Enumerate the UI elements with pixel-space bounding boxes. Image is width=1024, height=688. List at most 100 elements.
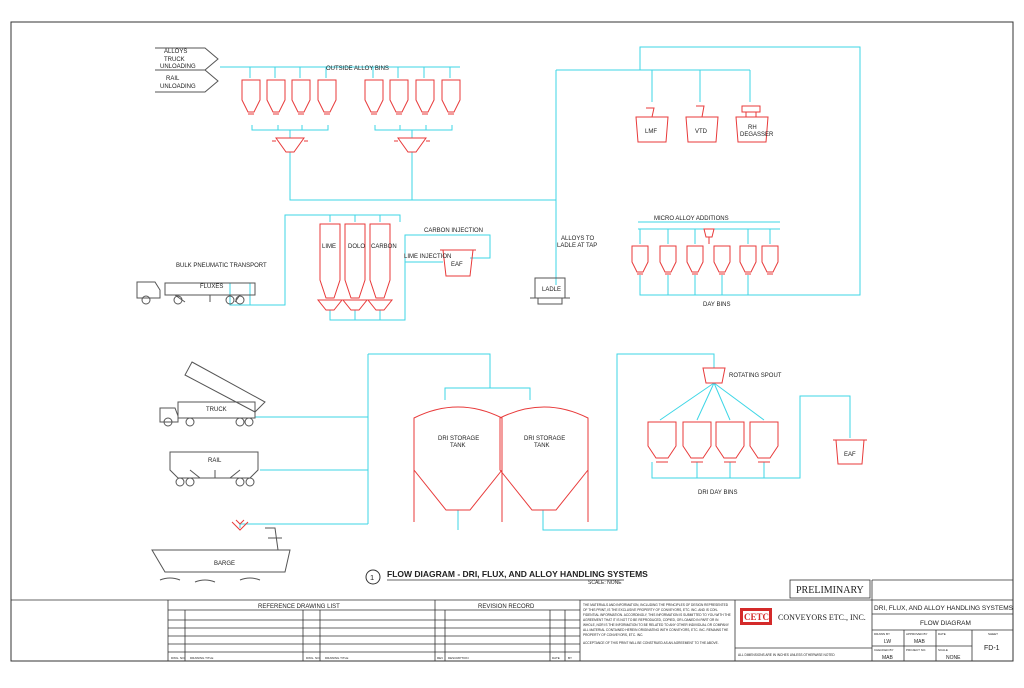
barge — [151, 527, 291, 583]
checked-label: CHECKED BY — [874, 648, 894, 652]
checked-value: MAB — [882, 655, 894, 661]
label-truck: TRUCK — [206, 407, 227, 413]
label-barge: BARGE — [214, 561, 235, 567]
label-rh-1: RH — [748, 125, 757, 131]
label-rail-unloading-1: RAIL — [166, 76, 180, 82]
revision-record-header: REVISION RECORD — [478, 604, 535, 610]
label-truck-unloading-2: UNLOADING — [160, 64, 196, 70]
micro-alloy-feed — [703, 228, 715, 244]
rotating-spout — [702, 367, 726, 384]
dri-storage-tanks — [413, 406, 589, 522]
approved-label: APPROVED BY — [906, 632, 928, 636]
label-alloys-to-ladle-2: LADLE AT TAP — [557, 243, 597, 249]
label-eaf-bottom: EAF — [844, 452, 856, 458]
ladle-vessels — [635, 105, 769, 143]
label-dolo: DOLO — [348, 244, 365, 250]
company-name: CONVEYORS ETC., INC. — [778, 613, 866, 622]
rev-col-rev: REV — [437, 656, 443, 660]
project-label: PROJECT NO. — [906, 648, 926, 652]
ref-col-dwg-no-1: DWG. NO. — [171, 656, 185, 660]
date-label: DATE — [938, 632, 946, 636]
confidentiality-notice: THE MATERIALS AND INFORMATION, INCLUDING… — [583, 603, 731, 645]
ladle — [530, 277, 570, 305]
notice-line-7: PROPERTY OF CONVEYORS, ETC. INC. — [583, 633, 643, 637]
title-block-field-labels: DRAWN BY APPROVED BY DATE CHECKED BY PRO… — [874, 632, 998, 652]
unloading-arrows — [155, 47, 219, 93]
conveying-lines — [220, 46, 861, 531]
dimensions-note: ALL DIMENSIONS ARE IN INCHES UNLESS OTHE… — [738, 653, 835, 657]
label-micro-alloy: MICRO ALLOY ADDITIONS — [654, 216, 729, 222]
title-number: 1 — [370, 573, 374, 582]
flux-silos — [316, 223, 476, 311]
label-alloys: ALLOYS — [164, 49, 187, 55]
label-lime: LIME — [322, 244, 336, 250]
rev-col-date: DATE — [552, 656, 560, 660]
ref-col-dwg-no-2: DWG. NO. — [306, 656, 320, 660]
drawing-title-1: DRI, FLUX, AND ALLOY HANDLING SYSTEMS — [874, 605, 1014, 612]
rev-col-by: BY — [568, 656, 572, 660]
dump-truck — [159, 361, 266, 427]
pneumatic-truck — [136, 281, 256, 305]
title-number-circle — [365, 569, 381, 585]
label-carbon: CARBON — [371, 244, 397, 250]
label-dri-tank-left-1: DRI STORAGE — [438, 436, 479, 442]
label-dri-tank-right-2: TANK — [534, 443, 550, 449]
rail-car — [169, 451, 259, 487]
outside-alloy-bins — [241, 79, 461, 115]
drawing-title: FLOW DIAGRAM - DRI, FLUX, AND ALLOY HAND… — [387, 569, 648, 579]
sheet-number: FD-1 — [984, 645, 1000, 652]
scale-value: NONE — [946, 655, 961, 661]
notice-line-3: FIDENTIAL INFORMATION. ACCORDINGLY, THIS… — [583, 613, 731, 617]
label-eaf-top: EAF — [451, 262, 463, 268]
label-rotating-spout: ROTATING SPOUT — [729, 373, 782, 379]
notice-line-2: OF THIS PRINT, IS THE EXCLUSIVE PROPERTY… — [583, 608, 718, 612]
approved-value: MAB — [914, 639, 926, 645]
label-lime-injection: LIME INJECTION — [404, 254, 451, 260]
notice-line-5: WHOLE, NOR IS THE INFORMATION TO BE RELA… — [583, 623, 730, 627]
label-rh-2: DEGASSER — [740, 132, 774, 138]
drawing-title-2: FLOW DIAGRAM — [920, 620, 971, 627]
rev-col-description: DESCRIPTION — [448, 656, 469, 660]
ref-col-title-1: DRAWING TITLE — [190, 656, 213, 660]
day-bins — [631, 245, 779, 275]
label-dri-tank-left-2: TANK — [450, 443, 466, 449]
label-lmf: LMF — [645, 129, 657, 135]
preliminary-stamp: PRELIMINARY — [796, 585, 864, 596]
diagram-labels: ALLOYS TRUCK UNLOADING RAIL UNLOADING OU… — [160, 49, 856, 567]
sheet-label: SHEET — [988, 632, 998, 636]
notice-line-8: ACCEPTANCE OF THIS PRINT WILL BE CONSTRU… — [583, 641, 719, 645]
label-rail-unloading-2: UNLOADING — [160, 84, 196, 90]
company-logo: CETC — [740, 608, 772, 625]
drawn-by-label: DRAWN BY — [874, 632, 890, 636]
weigh-hoppers — [272, 137, 430, 153]
ref-col-title-2: DRAWING TITLE — [325, 656, 348, 660]
scale-label: SCALE — [938, 648, 948, 652]
barge-unloader — [231, 519, 249, 531]
label-alloys-to-ladle-1: ALLOYS TO — [561, 236, 594, 242]
reference-list-header: REFERENCE DRAWING LIST — [258, 604, 340, 610]
logo-text: CETC — [744, 612, 769, 622]
title-block-lines — [11, 579, 1013, 661]
label-dri-day-bins: DRI DAY BINS — [698, 490, 737, 496]
label-outside-alloy-bins: OUTSIDE ALLOY BINS — [326, 66, 389, 72]
notice-line-4: AGREEMENT THAT IT IS NOT TO BE REPRODUCE… — [583, 618, 719, 622]
label-bulk-pneumatic: BULK PNEUMATIC TRANSPORT — [176, 263, 267, 269]
label-carbon-injection: CARBON INJECTION — [424, 228, 483, 234]
sheet-border — [10, 21, 1014, 662]
column-headers: DWG. NO. DRAWING TITLE DWG. NO. DRAWING … — [171, 656, 572, 660]
label-vtd: VTD — [695, 129, 708, 135]
label-ladle: LADLE — [542, 287, 561, 293]
drawing-scale: SCALE: NONE — [588, 580, 622, 586]
label-fluxes: FLUXES — [200, 284, 223, 290]
notice-line-6: ALL MATERIAL CONTAINED HEREIN ORIGINATIN… — [583, 628, 728, 632]
label-truck-unloading-1: TRUCK — [164, 57, 185, 63]
label-rail: RAIL — [208, 458, 222, 464]
drawn-by-value: LW — [884, 639, 891, 645]
label-dri-tank-right-1: DRI STORAGE — [524, 436, 565, 442]
notice-line-1: THE MATERIALS AND INFORMATION, INCLUDING… — [583, 603, 729, 607]
title-block-field-values: LW MAB MAB NONE — [882, 639, 961, 661]
dri-day-bins — [647, 421, 867, 465]
label-day-bins: DAY BINS — [703, 302, 730, 308]
